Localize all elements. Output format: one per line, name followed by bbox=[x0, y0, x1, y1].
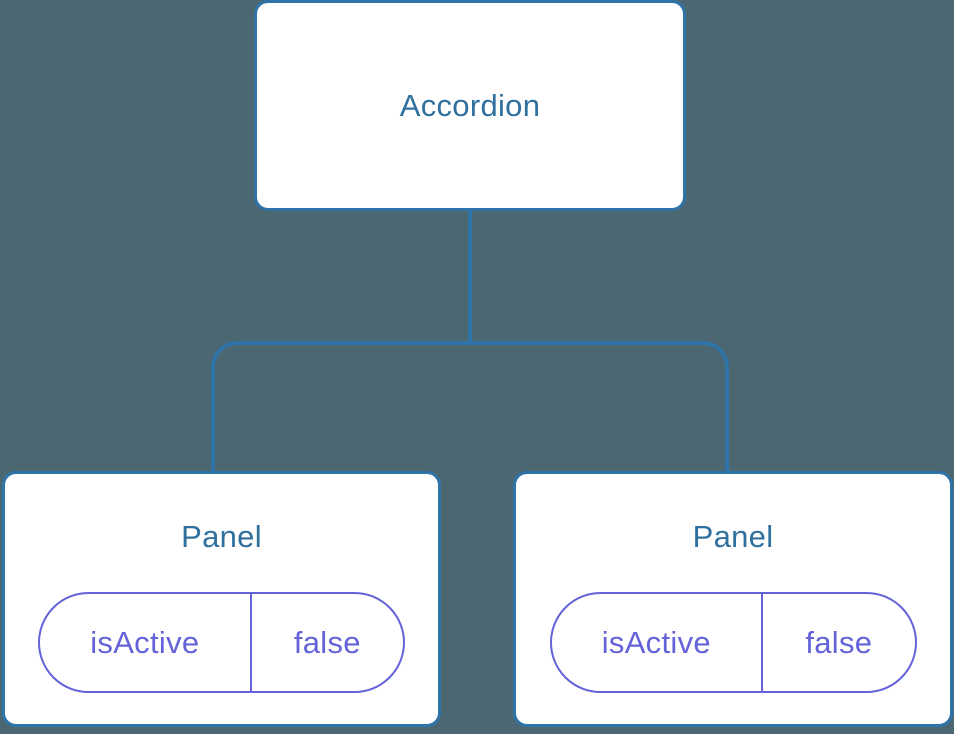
connector-bracket bbox=[211, 341, 729, 471]
panel-node-label: Panel bbox=[692, 519, 774, 554]
tree-node-accordion: Accordion bbox=[254, 0, 686, 211]
state-value: false bbox=[293, 624, 361, 660]
state-pill: isActive false bbox=[38, 592, 405, 693]
state-pill: isActive false bbox=[549, 592, 917, 693]
state-value: false bbox=[805, 624, 873, 660]
state-name: isActive bbox=[40, 594, 252, 691]
accordion-node-label: Accordion bbox=[399, 87, 541, 123]
tree-node-panel-left: Panel isActive false bbox=[2, 471, 441, 727]
state-name: isActive bbox=[552, 594, 764, 691]
panel-node-label: Panel bbox=[181, 519, 262, 554]
connector-stem bbox=[468, 211, 472, 343]
tree-node-panel-right: Panel isActive false bbox=[513, 471, 953, 727]
